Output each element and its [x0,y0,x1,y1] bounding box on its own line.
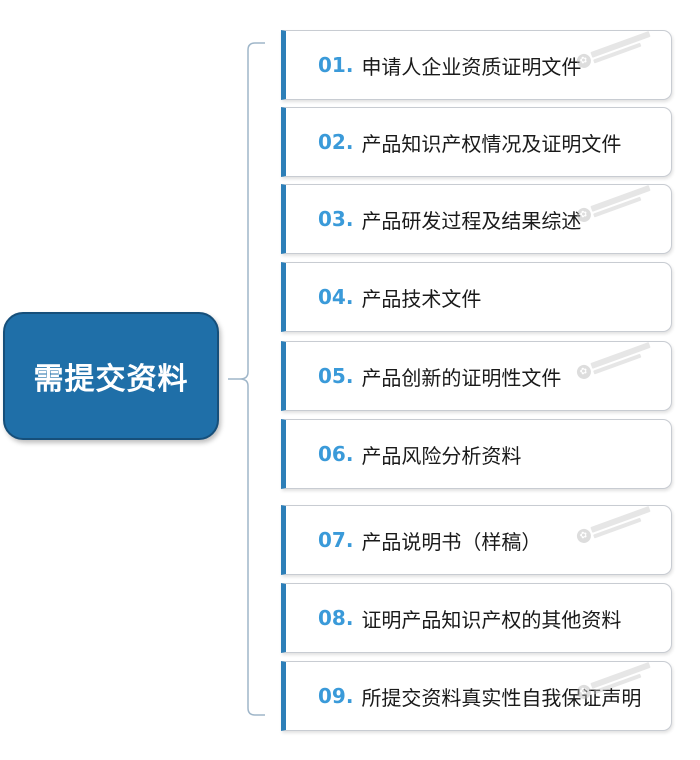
item-text: 产品知识产权情况及证明文件 [361,131,622,156]
item-09: 09.所提交资料真实性自我保证声明✿ [281,661,672,731]
item-text: 产品研发过程及结果综述 [361,208,582,233]
item-number: 01. [318,53,354,77]
item-03: 03. 产品研发过程及结果综述✿ [281,184,672,254]
root-label: 需提交资料 [33,362,189,397]
item-text: 申请人企业资质证明文件 [361,54,582,79]
company-logo-watermark-icon: ✿ [574,30,653,70]
item-text: 产品风险分析资料 [361,443,522,468]
company-logo-watermark-icon: ✿ [574,341,653,381]
item-number: 04. [318,285,354,309]
item-07: 07. 产品说明书（样稿） ✿ [281,505,672,575]
company-logo-watermark-icon: ✿ [574,184,653,224]
item-text: 证明产品知识产权的其他资料 [361,607,622,632]
item-number: 02. [318,130,354,154]
item-04: 04. 产品技术文件 [281,262,672,332]
company-logo-watermark-icon: ✿ [574,505,653,545]
item-06: 06. 产品风险分析资料 [281,419,672,489]
item-text: 产品创新的证明性文件 [361,365,562,390]
item-number: 09. [318,684,354,708]
root-node: 需提交资料 [3,312,219,440]
item-number: 05. [318,364,354,388]
item-08: 08. 证明产品知识产权的其他资料 [281,583,672,653]
item-number: 06. [318,442,354,466]
item-02: 02. 产品知识产权情况及证明文件 [281,107,672,177]
item-number: 08. [318,606,354,630]
item-text: 所提交资料真实性自我保证声明 [361,685,642,710]
item-number: 07. [318,528,354,552]
item-text: 产品说明书（样稿） [361,529,542,554]
item-text: 产品技术文件 [361,286,482,311]
item-01: 01. 申请人企业资质证明文件✿ [281,30,672,100]
item-number: 03. [318,207,354,231]
item-05: 05. 产品创新的证明性文件 ✿ [281,341,672,411]
